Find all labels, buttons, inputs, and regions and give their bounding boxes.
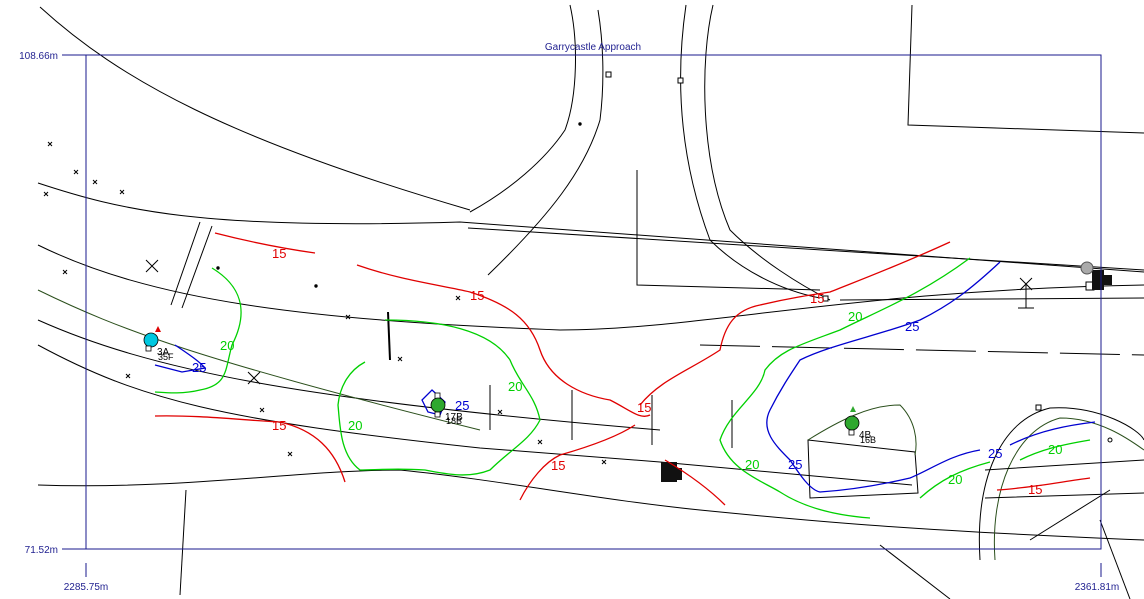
contour-label-20: 20 (948, 472, 962, 487)
x-right-label: 2361.81m (1075, 582, 1119, 593)
contour-20 (154, 257, 1091, 519)
contour-25 (154, 261, 1096, 493)
road-linework (37, 4, 1144, 599)
contour-label-15: 15 (810, 291, 824, 306)
contour-label-25: 25 (455, 398, 469, 413)
map-frame: Garrycastle Approach 108.66m 71.52m 2285… (19, 42, 1119, 593)
contour-label-20: 20 (745, 457, 759, 472)
contour-label-20: 20 (1048, 442, 1062, 457)
contour-label-20: 20 (220, 338, 234, 353)
feature-label: 17B (445, 412, 463, 423)
feature-label: 3A (157, 347, 170, 358)
x-left-label: 2285.75m (64, 582, 108, 593)
contour-label-15: 15 (551, 458, 565, 473)
contour-25-labels: 25 25 25 25 25 (192, 319, 1002, 472)
contour-label-25: 25 (905, 319, 919, 334)
contour-label-15: 15 (637, 400, 651, 415)
contour-15-labels: 15 15 15 15 15 15 15 (272, 246, 1042, 497)
survey-point-marks (43, 141, 1034, 465)
contour-label-15: 15 (272, 418, 286, 433)
feature-sub-label: 18B (446, 416, 462, 426)
contour-label-20: 20 (508, 379, 522, 394)
feature-sub-label: 35F (158, 352, 174, 362)
frame-border (85, 54, 1102, 550)
feature-17B[interactable]: 17B 18B (430, 392, 463, 426)
contour-20-labels: 20 20 20 20 20 20 20 (220, 309, 1062, 487)
tree-marker-icon (430, 397, 446, 413)
contour-label-20: 20 (848, 309, 862, 324)
y-top-label: 108.66m (19, 51, 58, 62)
feature-3A[interactable]: 3A 35F (143, 326, 174, 362)
contour-label-20: 20 (348, 418, 362, 433)
map-title: Garrycastle Approach (545, 42, 641, 53)
contour-label-15: 15 (272, 246, 286, 261)
contour-label-25: 25 (788, 457, 802, 472)
y-bottom-label: 71.52m (25, 545, 58, 556)
contour-label-25: 25 (988, 446, 1002, 461)
contour-label-25: 25 (192, 360, 206, 375)
feature-sub-label: 16B (860, 435, 876, 445)
contour-label-15: 15 (470, 288, 484, 303)
contour-15 (154, 232, 1091, 506)
feature-label: 4B (859, 430, 872, 441)
tree-marker-icon (143, 332, 159, 348)
contour-label-15: 15 (1028, 482, 1042, 497)
tree-marker-icon (844, 415, 860, 431)
feature-4B[interactable]: 4B 16B (844, 406, 876, 445)
